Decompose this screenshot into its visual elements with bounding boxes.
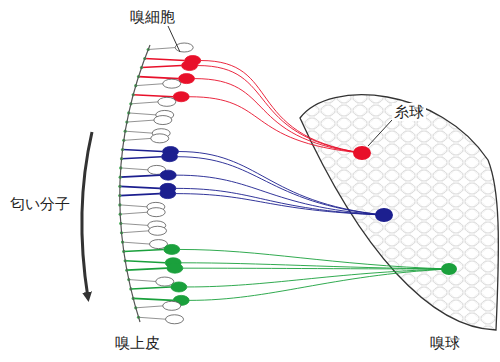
cell-dendrite [121,223,149,225]
axon-group [176,61,449,301]
text-label: 嗅上皮 [113,334,162,352]
axon [195,79,362,153]
support-cell [166,315,184,324]
cell-dendrite [120,186,160,188]
cell-dendrite [123,150,163,152]
olfactory-bulb [300,95,498,330]
axon [180,249,449,269]
leader-line [368,120,392,146]
olfactory-cell [160,189,176,199]
cell-dendrite [120,194,160,196]
cell-dendrite [131,287,171,289]
bulb-texture [290,70,500,340]
axon [181,263,449,269]
cell-dendrite [139,317,167,319]
olfactory-cell [179,74,195,84]
cell-dendrite [136,306,164,308]
olfactory-cell [171,282,187,292]
cell-dendrite [120,205,148,207]
cell-dendrite [122,157,162,159]
cell-dendrite [121,168,149,170]
axon [178,157,384,215]
cell-dendrite [120,175,160,177]
axon [201,61,362,153]
leader-line [168,26,180,52]
support-cell [163,301,181,310]
cell-dendrite [136,84,164,86]
glomerulus-red [353,146,371,160]
support-cell [154,116,172,125]
support-cell [151,134,169,143]
cell-dendrite [124,249,164,251]
text-label: 嗅細胞 [128,8,177,26]
cell-dendrite [133,95,173,97]
cell-dendrite [127,268,167,270]
olfactory-cell [160,170,176,180]
cell-group [118,43,201,324]
epithelium-surface [120,45,150,322]
cell-dendrite [145,59,185,61]
cell-dendrite [120,212,148,214]
cell-dendrite [133,298,173,300]
cell-dendrite [123,242,151,244]
cell-dendrite [125,261,165,263]
olfactory-cell [164,244,180,254]
cell-dendrite [127,120,155,122]
axon [198,66,362,153]
text-label: 嗅球 [428,334,462,352]
support-cell [163,79,181,88]
cell-dendrite [129,113,157,115]
glomerulus-blue [375,208,393,222]
cell-dendrite [142,66,182,68]
support-cell [147,208,165,217]
support-cell [156,277,174,286]
cell-dendrite [122,231,150,233]
cell-dendrite [139,77,179,79]
support-cell [149,226,167,235]
glomerulus-green [441,263,457,275]
axon [183,268,449,270]
axon [176,175,384,215]
cell-dendrite [148,48,176,50]
axon [189,269,449,300]
axon [189,97,362,153]
support-cell [158,97,176,106]
cell-dendrite [131,102,159,104]
odor-arrow [82,132,92,298]
axon [176,194,384,215]
cell-dendrite [129,280,157,282]
axon [176,188,384,215]
cell-dendrite [125,131,153,133]
text-label: 糸球 [392,103,426,121]
text-label: 匂い分子 [8,195,72,213]
olfactory-cell [162,152,178,162]
olfactory-cell [182,61,198,71]
olfactory-cell [167,263,183,273]
cell-dendrite [124,138,152,140]
